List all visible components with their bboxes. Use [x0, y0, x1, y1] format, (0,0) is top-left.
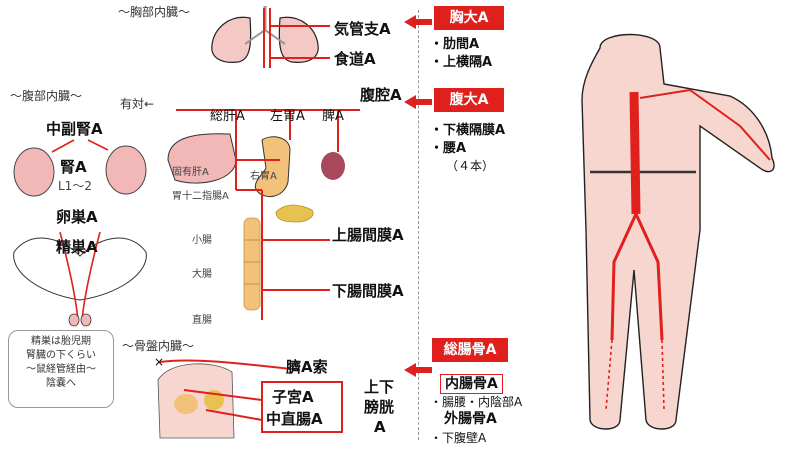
celiac-artery-lines	[176, 109, 360, 320]
paired-label: 有対←	[120, 97, 155, 111]
inferior-mesenteric-artery-label: 下腸間膜A	[332, 282, 404, 300]
testis-note-line: 精巣は胎児期	[31, 336, 91, 347]
superior-mesenteric-artery-label: 上腸間膜A	[332, 226, 404, 244]
common-iliac-badge: 総腸骨A	[432, 338, 508, 362]
external-iliac-branches: ・下腹壁A	[430, 431, 487, 445]
bronchial-artery-label: 気管支A	[334, 20, 391, 38]
internal-iliac-branches: ・腸腰・内陰部A	[430, 395, 523, 409]
abdominal-aorta-badge: 腹大A	[434, 88, 504, 112]
splenic-artery-label: 脾A	[322, 109, 344, 124]
proper-hepatic-artery-label: 固有肝A	[172, 167, 209, 178]
vesical-artery-label-line: 膀胱	[364, 398, 395, 416]
umbilical-x-mark: ×	[154, 355, 165, 369]
middle-rectal-artery-label: 中直腸A	[266, 410, 323, 428]
celiac-trunk-label: 腹腔A	[360, 86, 402, 104]
intercostal-artery-item: ・肋間A	[430, 37, 480, 52]
inferior-phrenic-artery-item: ・下横隔膜A	[430, 123, 506, 138]
thoracic-aorta-badge: 胸大A	[434, 6, 504, 30]
pelvic-section-label: ～骨盤内臓～	[122, 339, 195, 353]
internal-iliac-label: 内腸骨A	[440, 374, 503, 394]
intestine-illustration	[243, 217, 261, 311]
pelvic-organ-illustration	[157, 359, 301, 439]
testis-note-line: 陰嚢へ	[46, 378, 76, 389]
small-intestine-label: 小腸	[192, 235, 212, 246]
celiac-organs	[167, 133, 345, 223]
large-intestine-label: 大腸	[192, 269, 212, 280]
body-figure	[581, 33, 775, 430]
pelvis-illustration	[13, 231, 147, 327]
testis-note-line: ～鼠経管経由～	[26, 364, 96, 375]
umbilical-ligament-label: 臍A索	[286, 358, 328, 376]
lumbar-count-note: （４本）	[446, 159, 495, 173]
renal-artery-label: 腎A	[60, 158, 87, 176]
thoracic-section-label: ～胸部内臓～	[118, 5, 191, 19]
testicular-artery-label: 精巣A	[56, 238, 98, 256]
external-iliac-label: 外腸骨A	[444, 411, 497, 427]
vesical-artery-label-line: 上下	[364, 378, 395, 396]
rectum-label: 直腸	[192, 315, 212, 326]
esophageal-artery-label: 食道A	[334, 50, 376, 68]
uterine-artery-label: 子宮A	[272, 388, 314, 406]
vesical-artery-label-line: A	[374, 418, 386, 436]
kidneys-illustration	[13, 139, 147, 197]
ovarian-artery-label: 卵巣A	[56, 208, 98, 226]
lumbar-artery-item: ・腰A	[430, 141, 467, 156]
testis-note-bubble: 精巣は胎児期 腎臓の下くらい ～鼠経管経由～ 陰嚢へ	[8, 330, 114, 408]
middle-adrenal-artery-label: 中副腎A	[46, 120, 103, 138]
gastroduodenal-artery-label: 胃十二指腸A	[172, 191, 229, 202]
lungs-illustration	[211, 6, 319, 63]
common-hepatic-artery-label: 総肝A	[210, 109, 245, 124]
abdominal-section-label: ～腹部内臓～	[10, 89, 83, 103]
thoracic-artery-lines	[263, 8, 330, 68]
pelvic-artery-bracket	[261, 381, 343, 433]
testis-note-line: 腎臓の下くらい	[26, 350, 96, 361]
superior-phrenic-artery-item: ・上横隔A	[430, 55, 493, 70]
left-gastric-artery-label: 左胃A	[270, 109, 305, 124]
right-gastric-artery-label: 右胃A	[250, 171, 277, 182]
vertical-divider	[418, 10, 419, 440]
renal-level-label: L1～2	[58, 179, 92, 193]
